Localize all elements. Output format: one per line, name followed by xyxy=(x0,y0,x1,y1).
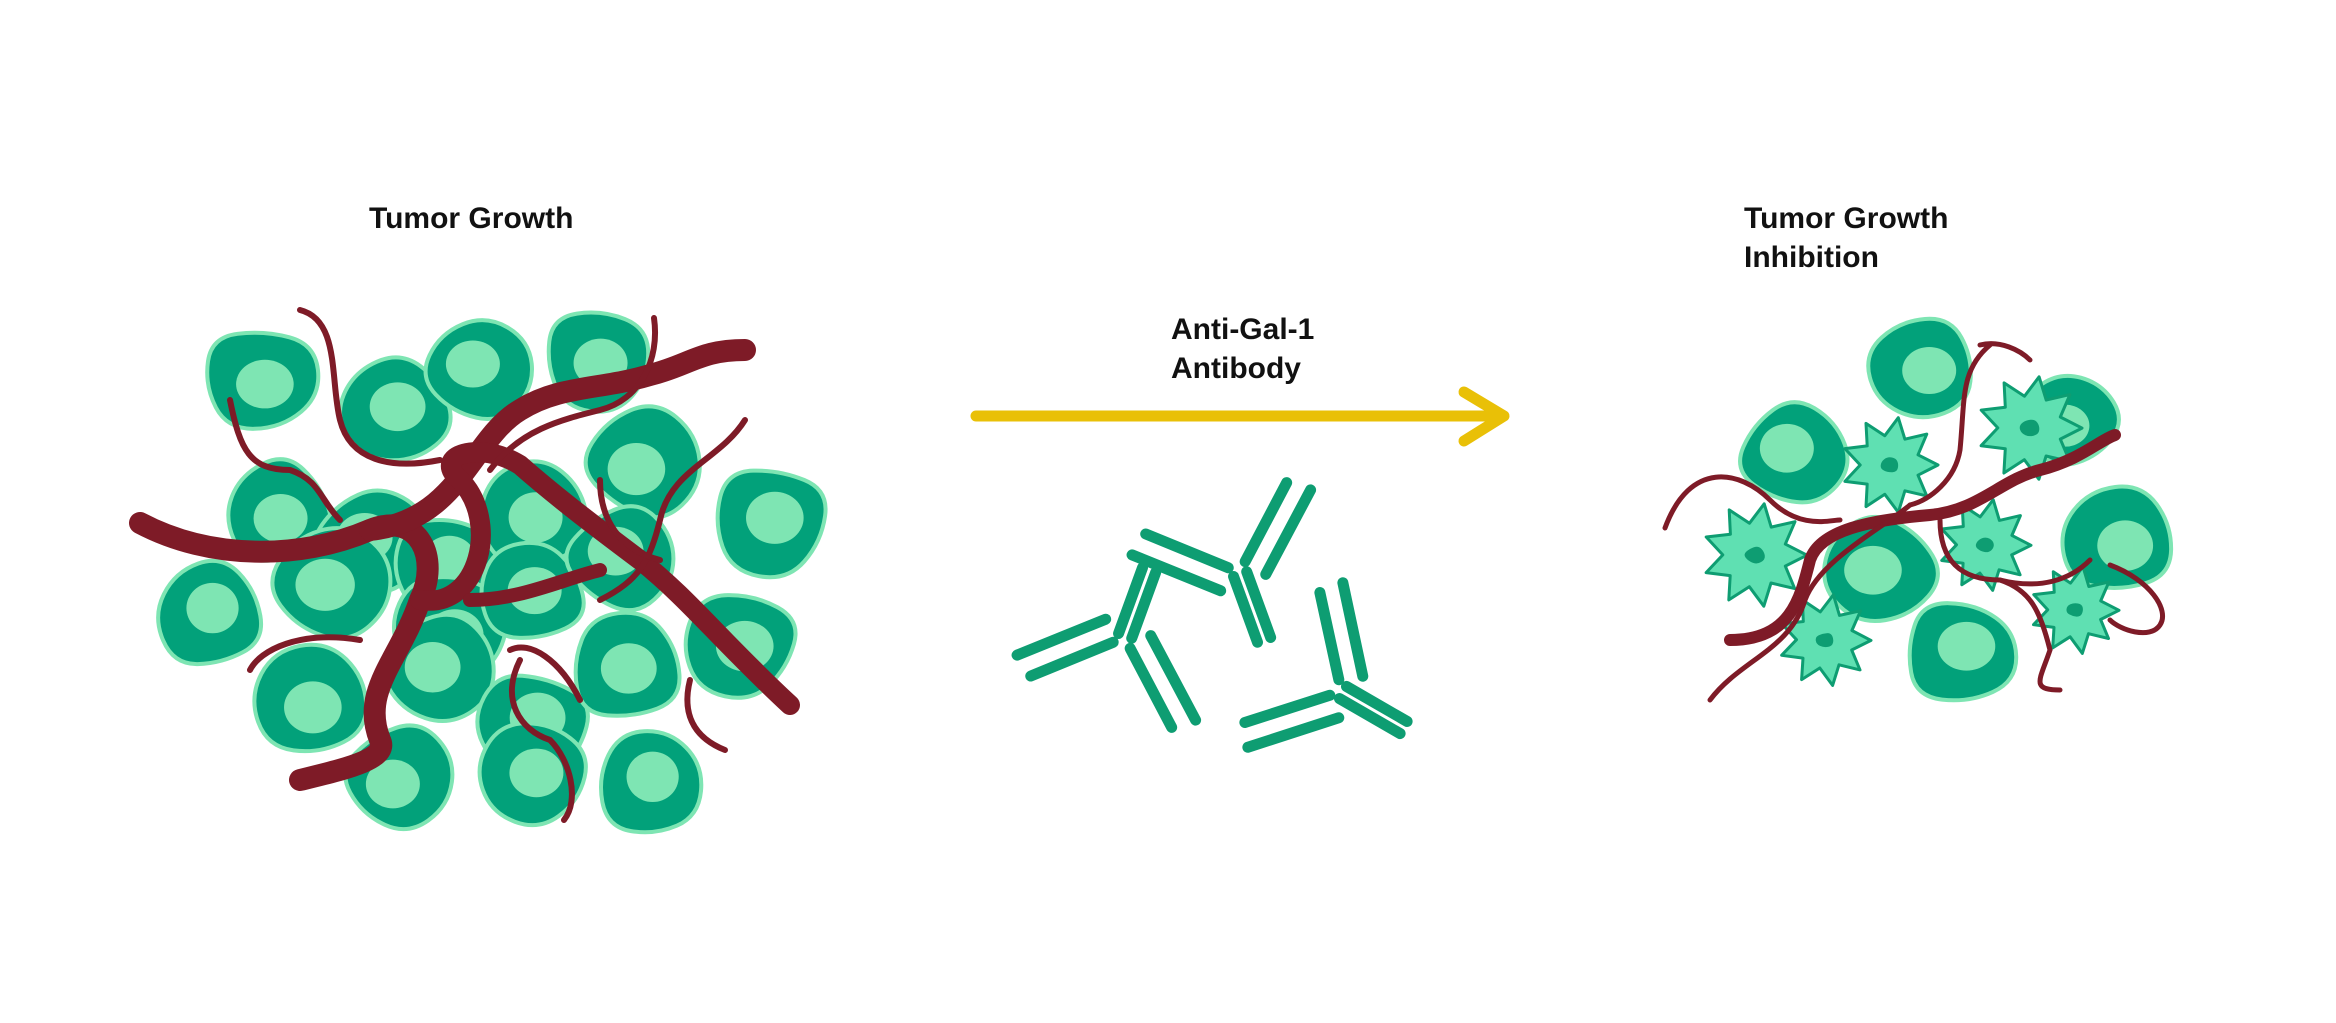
cancer-cell-icon xyxy=(1907,601,2019,703)
cell-nucleus xyxy=(600,643,657,694)
cancer-cell-icon xyxy=(1866,316,1973,420)
blood-vessel-icon xyxy=(297,307,443,467)
apoptotic-cell-icon xyxy=(2032,565,2121,655)
blood-vessel-icon xyxy=(359,339,756,541)
blood-vessel-icon xyxy=(463,563,607,607)
cell-nucleus xyxy=(1844,545,1902,595)
apoptotic-cell-icon xyxy=(1704,502,1809,608)
cell-nucleus xyxy=(1937,621,1996,671)
y-shaped-antibody-icon xyxy=(1239,577,1413,753)
blood-vessel-icon xyxy=(410,442,800,715)
apoptotic-cell-icon xyxy=(1843,416,1940,514)
cancer-cell-icon xyxy=(156,558,264,667)
cancer-cell-icon xyxy=(252,642,369,754)
cancer-cell-icon xyxy=(205,330,321,431)
blood-vessel-icon xyxy=(1937,517,2063,693)
blood-vessel-icon xyxy=(508,657,575,823)
cancer-cell-icon xyxy=(715,468,828,580)
apoptotic-cell-icon xyxy=(1780,593,1873,687)
cell-nucleus xyxy=(236,359,294,409)
cell-nucleus xyxy=(186,582,239,634)
tumor-cell-cluster xyxy=(156,310,828,835)
blood-vessel-icon xyxy=(1662,474,1843,531)
blood-vessel-icon xyxy=(1707,502,1913,703)
blood-vessel-icon xyxy=(1724,429,2121,646)
cell-nucleus xyxy=(2097,520,2154,571)
tumor-inhibition-label-line-1: Tumor Growth xyxy=(1744,202,1949,235)
cell-nucleus xyxy=(1759,423,1814,473)
antibody-label: Anti-Gal-1 Antibody xyxy=(1171,310,1314,388)
cell-nucleus xyxy=(607,443,666,496)
blood-vessel-icon xyxy=(684,677,728,753)
y-shaped-antibody-icon xyxy=(1126,477,1317,648)
blood-vessel-icon xyxy=(2107,562,2165,636)
cell-nucleus xyxy=(626,751,679,803)
blood-vessel-icon xyxy=(1907,341,2033,508)
blood-vessel-icon xyxy=(129,512,439,791)
cell-nucleus xyxy=(445,340,500,388)
blood-vessel-icon xyxy=(597,417,748,603)
cancer-cell-icon xyxy=(573,610,682,718)
antibody-group xyxy=(1011,477,1413,753)
tumor-inhibition-label-line-2: Inhibition xyxy=(1744,241,1879,274)
cell-nucleus xyxy=(508,492,563,543)
blood-vessel-icon xyxy=(247,634,363,673)
blood-vessel-icon xyxy=(507,644,583,703)
cancer-cell-icon xyxy=(343,723,455,832)
apoptotic-cell-icon xyxy=(1940,498,2033,592)
tumor-growth-label: Tumor Growth xyxy=(369,202,574,235)
cancer-cell-icon xyxy=(599,729,704,835)
cell-nucleus xyxy=(404,642,461,693)
antibody-label-line-2: Antibody xyxy=(1171,352,1301,385)
y-shaped-antibody-icon xyxy=(1011,562,1202,733)
cell-nucleus xyxy=(509,748,564,798)
cell-nucleus xyxy=(1902,346,1957,395)
cell-nucleus xyxy=(253,494,308,543)
treatment-arrow xyxy=(970,386,1510,447)
blood-vessel-icon xyxy=(597,477,663,563)
blood-vessel-icon xyxy=(1997,557,2093,587)
cell-nucleus xyxy=(295,558,355,611)
cancer-cell-icon xyxy=(1738,400,1850,505)
cancer-cell-icon xyxy=(1822,514,1940,623)
apoptotic-cell-icon xyxy=(1979,375,2084,481)
inhibited-tumor-cluster xyxy=(1704,316,2174,703)
antibody-label-line-1: Anti-Gal-1 xyxy=(1171,313,1315,346)
tumor-blood-vessels xyxy=(129,307,800,823)
cell-nucleus xyxy=(369,382,426,432)
blood-vessel-icon xyxy=(487,315,658,473)
cell-nucleus xyxy=(284,681,342,734)
blood-vessel-icon xyxy=(227,397,343,523)
inhibited-tumor-vessels xyxy=(1662,341,2165,703)
cell-nucleus xyxy=(365,759,420,809)
tumor-inhibition-label: Tumor Growth Inhibition xyxy=(1744,199,1948,277)
cell-nucleus xyxy=(746,491,804,544)
